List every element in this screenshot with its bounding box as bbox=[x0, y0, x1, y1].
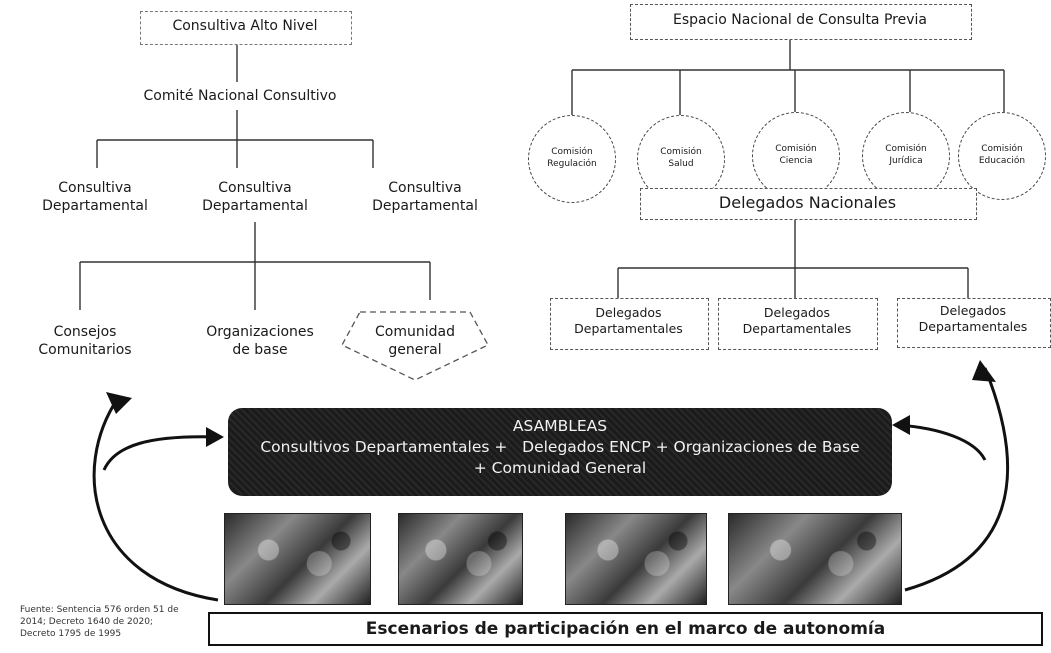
participation-photo-3 bbox=[565, 513, 707, 605]
delegados-departamentales-3: Delegados Departamentales bbox=[897, 303, 1049, 334]
participation-photo-1 bbox=[224, 513, 371, 605]
delegados-departamentales-1: Delegados Departamentales bbox=[550, 305, 707, 336]
delegados-departamentales-2: Delegados Departamentales bbox=[718, 305, 876, 336]
label-line: de base bbox=[232, 341, 288, 358]
consultiva-departamental-3: Consultiva Departamental bbox=[350, 180, 500, 215]
label-line: Consultiva bbox=[58, 180, 132, 196]
comunidad-general-shape bbox=[341, 311, 489, 381]
source-note: Fuente: Sentencia 576 orden 51 de 2014; … bbox=[20, 605, 179, 640]
label-line: Jurídica bbox=[889, 156, 923, 166]
label-line: Regulación bbox=[547, 159, 597, 169]
label-line: Organizaciones bbox=[206, 324, 314, 340]
label-line: Educación bbox=[978, 156, 1026, 166]
label-line: Comisión bbox=[775, 144, 817, 155]
espacio-nacional-consulta-previa: Espacio Nacional de Consulta Previa bbox=[673, 12, 927, 28]
delegados-nacionales-box bbox=[640, 188, 977, 220]
consejos-comunitarios: Consejos Comunitarios bbox=[20, 324, 150, 359]
delegados-departamentales-box-3 bbox=[897, 298, 1051, 348]
consultiva-departamental-2: Consultiva Departamental bbox=[180, 180, 330, 215]
label-line: Departamentales bbox=[918, 318, 1028, 334]
label-line: Comisión bbox=[551, 147, 593, 158]
consultiva-alto-nivel: Consultiva Alto Nivel bbox=[172, 18, 318, 34]
label-line: Consultiva bbox=[218, 180, 292, 196]
label-line: Delegados bbox=[763, 305, 831, 320]
comunidad-general: Comunidad general bbox=[360, 324, 470, 359]
label-line: Salud bbox=[668, 159, 694, 169]
escenarios-footer: Escenarios de participación en el marco … bbox=[208, 612, 1043, 646]
participation-photo-2 bbox=[398, 513, 523, 605]
label-line: Comisión bbox=[660, 147, 702, 158]
organizaciones-de-base: Organizaciones de base bbox=[190, 324, 330, 359]
espacio-nacional-box bbox=[630, 4, 972, 40]
consultiva-departamental-1: Consultiva Departamental bbox=[20, 180, 170, 215]
label-line: Ciencia bbox=[779, 156, 813, 166]
asambleas-banner: ASAMBLEAS Consultivos Departamentales + … bbox=[228, 408, 892, 496]
label-line: Departamental bbox=[372, 197, 478, 214]
participation-photo-4 bbox=[728, 513, 902, 605]
asambleas-line-1: Consultivos Departamentales + Delegados … bbox=[260, 437, 860, 456]
label-line: general bbox=[388, 341, 442, 358]
consultiva-alto-nivel-box bbox=[140, 11, 352, 45]
label-line: Consultiva bbox=[388, 180, 462, 196]
label-line: Departamentales bbox=[742, 320, 852, 336]
delegados-nacionales: Delegados Nacionales bbox=[718, 193, 897, 212]
label-line: Delegados bbox=[595, 305, 662, 320]
comite-nacional-consultivo: Comité Nacional Consultivo bbox=[143, 88, 337, 104]
label-line: Comunitarios bbox=[38, 341, 132, 358]
label-line: Comunidad bbox=[375, 324, 455, 340]
label-line: Comisión bbox=[981, 144, 1023, 155]
delegados-departamentales-box-2 bbox=[718, 298, 878, 350]
label-line: Departamental bbox=[202, 197, 308, 214]
asambleas-title: ASAMBLEAS bbox=[512, 417, 608, 435]
label-line: Departamental bbox=[42, 197, 148, 214]
label-line: Consejos bbox=[53, 324, 117, 340]
delegados-departamentales-box-1 bbox=[550, 298, 709, 350]
label-line: Departamentales bbox=[574, 320, 683, 336]
label-line: Comisión bbox=[885, 144, 927, 155]
asambleas-line-2: + Comunidad General bbox=[473, 458, 647, 477]
label-line: Delegados bbox=[939, 303, 1007, 318]
